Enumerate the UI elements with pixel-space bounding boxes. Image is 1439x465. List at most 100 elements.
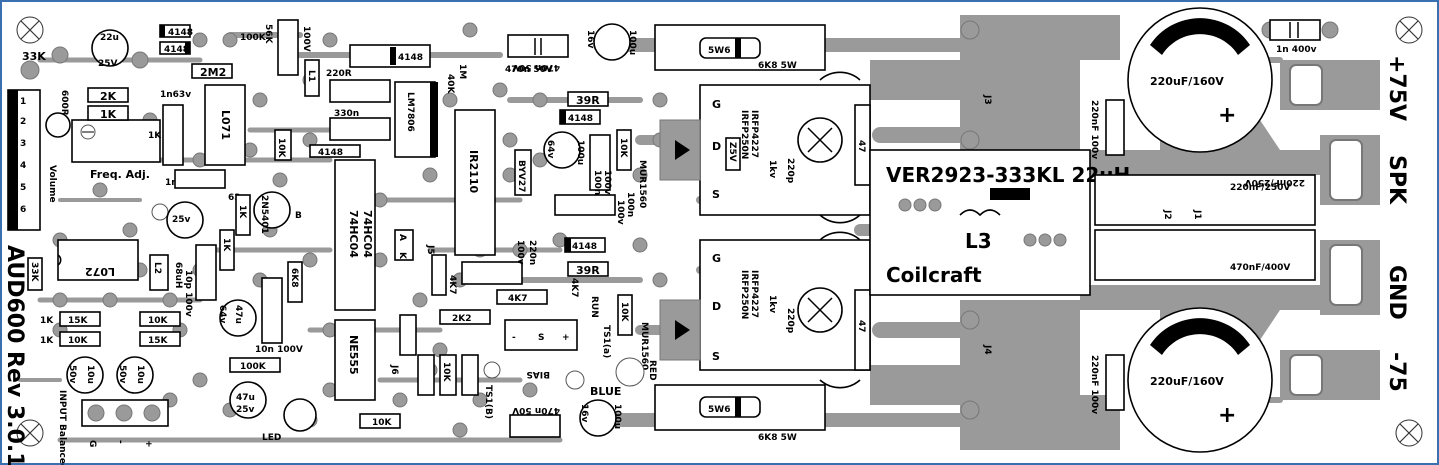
diode-4148-e xyxy=(417,354,435,396)
resistor-1k xyxy=(87,105,129,121)
label-10k-e: 10K xyxy=(441,362,451,383)
svg-text:VER2923-333KL 22uH: VER2923-333KL 22uH xyxy=(886,163,1130,187)
input-connector: G - + INPUT Balanced xyxy=(57,390,169,465)
resistor-39r-bot xyxy=(567,261,609,277)
resistor-10k-a xyxy=(616,129,632,171)
label-1n63v: 1n63v xyxy=(160,90,191,100)
svg-text:6: 6 xyxy=(20,205,26,215)
label-4148-bot: 4148 xyxy=(572,242,597,252)
label-16v-bot: 16v xyxy=(579,404,589,423)
svg-text:4: 4 xyxy=(20,161,26,171)
svg-text:220uF/160V: 220uF/160V xyxy=(1150,375,1224,388)
label-2m2: 2M2 xyxy=(200,66,226,79)
svg-text:+: + xyxy=(143,440,153,448)
cap-100v-top xyxy=(277,19,299,76)
blue-hole xyxy=(565,370,585,390)
mounting-holes xyxy=(16,16,1423,447)
svg-text:S: S xyxy=(712,188,720,201)
label-220n-b: 220n xyxy=(527,240,537,265)
svg-text:INPUT Balanced: INPUT Balanced xyxy=(57,390,67,465)
label-j4: J4 xyxy=(982,344,992,355)
label-100k-b: 100K xyxy=(240,362,267,372)
electrolytic-cap-bottom: 220uF/160V + xyxy=(1127,307,1273,453)
cap-100u-top xyxy=(593,23,631,61)
svg-text:L071: L071 xyxy=(219,110,232,140)
label-l1: L1 xyxy=(306,70,316,82)
regulator-lm7806: LM7806 xyxy=(394,81,438,158)
mounting-hole-bl xyxy=(16,419,44,447)
resistor-33k-b xyxy=(27,257,43,291)
label-run: RUN xyxy=(589,296,599,318)
label-4148-top3: 4148 xyxy=(568,114,593,124)
svg-text:Coilcraft: Coilcraft xyxy=(886,263,982,287)
svg-text:5W6: 5W6 xyxy=(708,405,730,415)
cap-220n100v-top xyxy=(1105,99,1125,156)
label-470n400v: 470nF/400V xyxy=(1230,263,1290,273)
inductor-l1 xyxy=(304,59,320,97)
svg-text:4148: 4148 xyxy=(398,53,423,63)
svg-text:Z5V: Z5V xyxy=(727,142,737,162)
svg-text:Volume: Volume xyxy=(47,165,57,203)
trimmer-circle xyxy=(45,112,71,138)
resistor-39r-top xyxy=(567,91,609,107)
label-470n50v-bot: 470n 50V xyxy=(512,405,560,415)
label-40k: 40K xyxy=(445,74,455,95)
svg-text:S: S xyxy=(538,333,544,343)
cap-47u-b xyxy=(229,381,267,419)
ts1b-hole xyxy=(483,361,501,379)
label-470n50v-top: 470n 50V xyxy=(505,65,553,75)
resistor-2k2 xyxy=(439,309,491,325)
transistor-2n5401: 2N5401 B xyxy=(253,191,302,234)
label-100u-top: 100u xyxy=(627,30,637,55)
mosfet-top: G D S IRFP250N IRFP4227 Z5V 1kv 220p 47 xyxy=(659,84,871,216)
cap-1n xyxy=(174,169,226,189)
svg-text:S: S xyxy=(712,350,720,363)
label-100v-top: 100V xyxy=(301,26,311,52)
label-4148-c: 4148 xyxy=(318,148,343,158)
label-10k-d: 10K xyxy=(148,316,169,326)
svg-text:25V: 25V xyxy=(98,59,118,69)
resistor-10k-e xyxy=(439,354,457,396)
mosfet-bottom: G D S IRFP250N IRFP4227 1kv 220p 47 xyxy=(659,239,871,371)
terminal-gnd: GND xyxy=(1384,265,1409,320)
inductor-l3: VER2923-333KL 22uH L3 Coilcraft xyxy=(869,149,1130,296)
label-10u-b: 10u xyxy=(135,365,145,384)
electrolytic-cap-top: 220uF/160V + xyxy=(1127,7,1273,153)
svg-text:-: - xyxy=(512,333,516,343)
terminal-minus75: -75 xyxy=(1384,352,1409,392)
freq-adj-trimmer: Freq. Adj. 1K xyxy=(71,119,162,181)
svg-text:IRFP250N: IRFP250N xyxy=(739,270,749,319)
svg-text:D: D xyxy=(712,140,721,153)
svg-text:6K8 5W: 6K8 5W xyxy=(758,433,797,443)
resistor-15k-b xyxy=(139,331,181,347)
led xyxy=(283,398,317,432)
cap-100n-b xyxy=(554,194,616,216)
terminal-pads xyxy=(1289,64,1363,396)
ic-l072: L072 xyxy=(57,239,139,281)
label-100n-b: 100n xyxy=(625,192,635,217)
svg-text:+: + xyxy=(1218,403,1236,428)
diode-4148-f xyxy=(461,354,479,396)
label-j3: J3 xyxy=(982,94,992,105)
label-10k-b: 10K xyxy=(276,138,286,159)
jumper-j5 xyxy=(431,254,447,296)
mounting-hole-tl xyxy=(16,16,44,44)
svg-text:IRFP4227: IRFP4227 xyxy=(749,110,759,158)
cap-47u-a xyxy=(219,299,257,337)
svg-text:220p: 220p xyxy=(785,308,795,334)
label-mur1560-bot: MUR1560 xyxy=(639,322,649,370)
svg-text:2N5401: 2N5401 xyxy=(259,195,269,234)
label-50v-b: 50v xyxy=(117,365,127,384)
mounting-hole-tr xyxy=(1395,16,1423,44)
red-hole xyxy=(615,357,645,387)
label-j6: J6 xyxy=(389,364,399,375)
resistor-10k-c2 xyxy=(59,331,101,347)
label-2k: 2K xyxy=(100,90,117,103)
label-100u-mid: 100u xyxy=(575,140,585,165)
svg-text:6K8 5W: 6K8 5W xyxy=(758,61,797,71)
label-220n250v: 220nF/250V xyxy=(1230,183,1290,193)
label-red: RED xyxy=(647,360,657,381)
cap-100n-a xyxy=(589,134,611,191)
label-10p100v: 10p 100v xyxy=(183,270,193,317)
svg-text:IRFP4227: IRFP4227 xyxy=(749,270,759,318)
